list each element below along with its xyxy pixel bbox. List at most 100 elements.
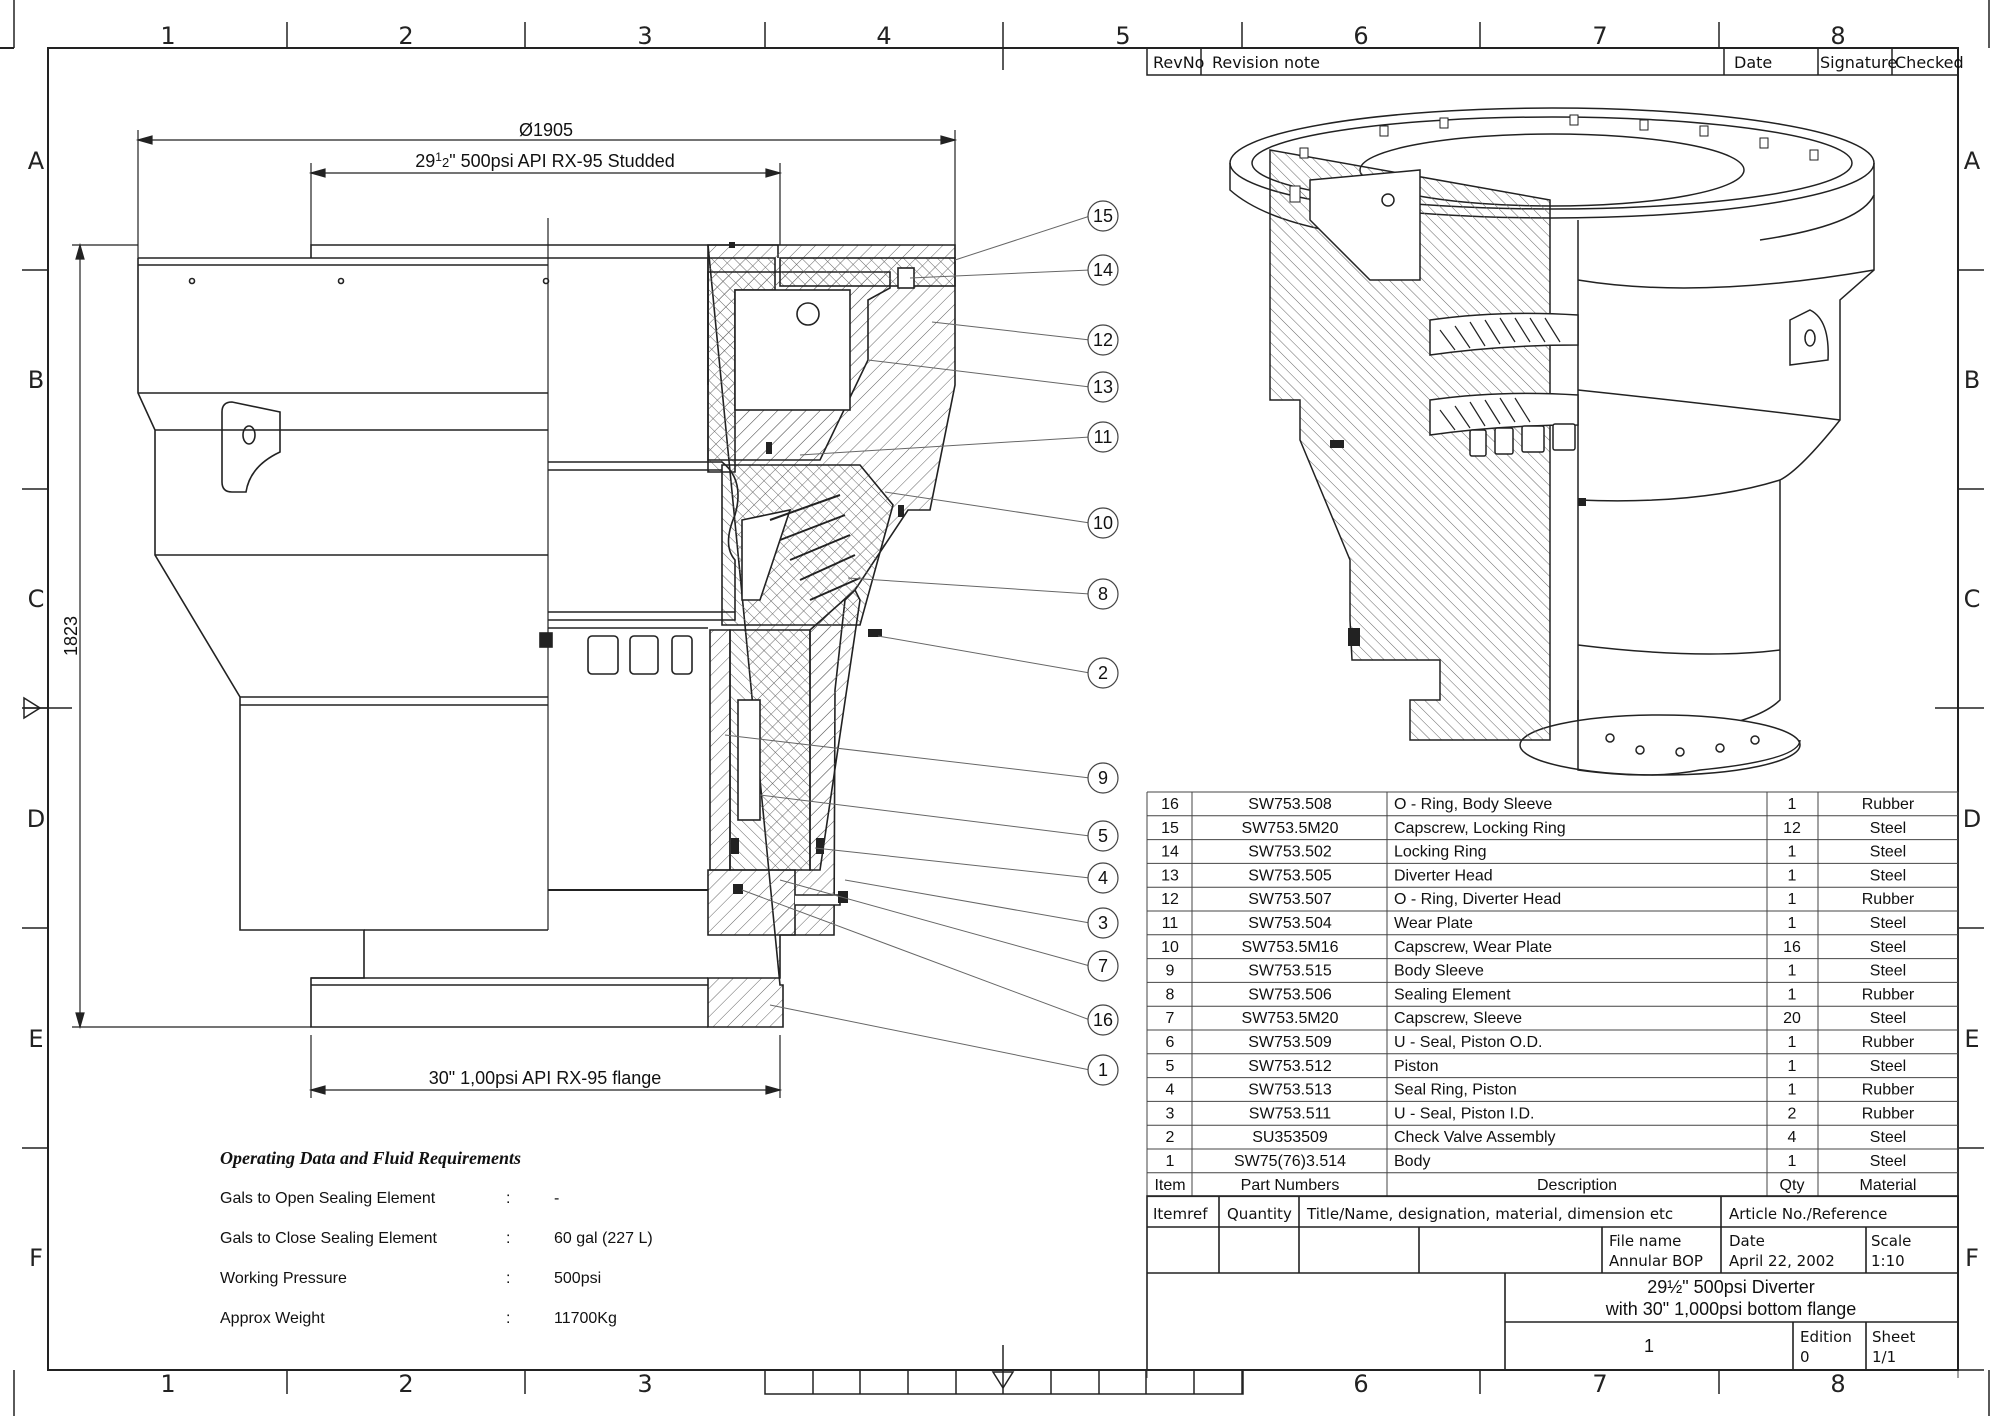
bom-cell-mat: Rubber [1862,1082,1915,1099]
title-block-text: Itemref Quantity Title/Name, designation… [1153,1205,1915,1366]
bom-cell-mat: Steel [1870,963,1906,980]
bom-cell-desc: Capscrew, Sleeve [1394,1010,1522,1027]
balloon-8: 8 [1098,584,1108,604]
op-label-pressure: Working Pressure [220,1270,347,1287]
bom-cell-desc: U - Seal, Piston I.D. [1394,1105,1535,1122]
op-label-close: Gals to Close Sealing Element [220,1230,438,1247]
zone-row-c: C [28,585,45,613]
balloon-10: 10 [1093,513,1113,533]
zone-row-e-right: E [1964,1025,1979,1053]
zone-col-6: 6 [1353,22,1368,50]
zone-col-7-bottom: 7 [1592,1370,1607,1398]
tb-article-label: Article No./Reference [1729,1205,1887,1223]
bom-cell-item: 7 [1166,1010,1175,1027]
bom-cell-item: 5 [1166,1058,1175,1075]
bom-cell-desc: O - Ring, Body Sleeve [1394,796,1552,813]
bom-cell-qty: 1 [1788,1082,1797,1099]
bom-cell-qty: 2 [1788,1105,1797,1122]
bom-cell-desc: Check Valve Assembly [1394,1129,1556,1146]
bom-cell-qty: 1 [1788,796,1797,813]
bom-header-mat: Material [1860,1177,1917,1194]
op-sep-close: : [506,1230,510,1247]
tb-drawing-number: 1 [1644,1336,1654,1356]
bom-cell-desc: O - Ring, Diverter Head [1394,891,1561,908]
zone-row-c-right: C [1964,585,1981,613]
zone-row-d: D [27,805,45,833]
balloon-circles [1087,200,1119,1086]
op-sep-weight: : [506,1310,510,1327]
balloon-2: 2 [1098,663,1108,683]
zone-col-6-bottom: 6 [1353,1370,1368,1398]
operating-title: Operating Data and Fluid Requirements [220,1148,521,1168]
bom-cell-desc: Wear Plate [1394,915,1473,932]
bom-cell-qty: 1 [1788,1153,1797,1170]
title-block [1146,1195,1959,1371]
bom-cell-desc: Body Sleeve [1394,963,1484,980]
bom-header-part: Part Numbers [1241,1177,1340,1194]
bom-cell-part: SW753.504 [1248,915,1332,932]
op-value-weight: 11700Kg [554,1310,617,1327]
bom-cell-part: SW753.512 [1248,1058,1332,1075]
balloon-1: 1 [1098,1060,1108,1080]
bom-cell-qty: 1 [1788,891,1797,908]
bom-cell-mat: Rubber [1862,891,1915,908]
bom-cell-part: SW753.506 [1248,986,1332,1003]
bom-cell-item: 16 [1161,796,1179,813]
bom-cell-mat: Steel [1870,1010,1906,1027]
tb-scale-label: Scale [1871,1232,1911,1250]
bom-cell-desc: Seal Ring, Piston [1394,1082,1517,1099]
bom-cell-mat: Steel [1870,939,1906,956]
bom-cell-item: 14 [1161,844,1179,861]
bom-cell-part: SW75(76)3.514 [1234,1153,1346,1170]
bom-cell-mat: Steel [1870,820,1906,837]
bom-cell-desc: Locking Ring [1394,844,1487,861]
balloon-11: 11 [1094,427,1113,447]
tb-title-line1: 29½" 500psi Diverter [1647,1277,1814,1297]
bom-cell-item: 11 [1162,915,1179,932]
part-balloons [724,215,1091,1071]
bom-cell-item: 9 [1166,963,1175,980]
bom-header-desc: Description [1537,1177,1617,1194]
zone-col-2-bottom: 2 [398,1370,413,1398]
op-label-open: Gals to Open Sealing Element [220,1190,436,1207]
balloon-9: 9 [1098,768,1108,788]
tb-date-label: Date [1729,1232,1765,1250]
bom-cell-mat: Rubber [1862,1105,1915,1122]
bom-cell-qty: 1 [1788,867,1797,884]
bom-cell-qty: 1 [1788,963,1797,980]
bom-cell-mat: Steel [1870,915,1906,932]
bom-cell-item: 13 [1161,867,1179,884]
dim-bottom-flange: 30" 1,00psi API RX-95 flange [429,1068,662,1088]
balloon-7: 7 [1098,956,1108,976]
dim-outer-diameter: Ø1905 [519,120,573,140]
tb-sheet-label: Sheet [1872,1328,1915,1346]
bom-cell-qty: 1 [1788,1058,1797,1075]
balloon-14: 14 [1093,260,1113,280]
tb-file-name-label: File name [1609,1232,1681,1250]
zone-labels: 1 2 3 4 5 6 7 8 1 2 3 6 7 8 A B C D E F … [27,22,1981,1398]
tb-edition: 0 [1800,1348,1810,1366]
rev-col-checked: Checked [1895,53,1964,72]
bom-cell-desc: Sealing Element [1394,986,1511,1003]
tb-file-name: Annular BOP [1609,1252,1703,1270]
tb-title-line2: with 30" 1,000psi bottom flange [1605,1299,1857,1319]
bom-cell-qty: 20 [1783,1010,1801,1027]
bom-cell-mat: Steel [1870,867,1906,884]
tb-sheet: 1/1 [1872,1348,1896,1366]
tb-quantity-label: Quantity [1227,1205,1292,1223]
zone-col-2: 2 [398,22,413,50]
tb-edition-label: Edition [1800,1328,1852,1346]
bom-cell-part: SW753.513 [1248,1082,1332,1099]
bom-cell-item: 3 [1166,1105,1175,1122]
zone-col-8-bottom: 8 [1830,1370,1845,1398]
zone-row-b-right: B [1964,366,1980,394]
zone-col-7: 7 [1592,22,1607,50]
bom-cell-item: 2 [1166,1129,1175,1146]
bom-cell-item: 10 [1161,939,1179,956]
zone-col-3: 3 [637,22,652,50]
rev-col-date: Date [1734,53,1772,72]
bom-cell-item: 12 [1161,891,1179,908]
